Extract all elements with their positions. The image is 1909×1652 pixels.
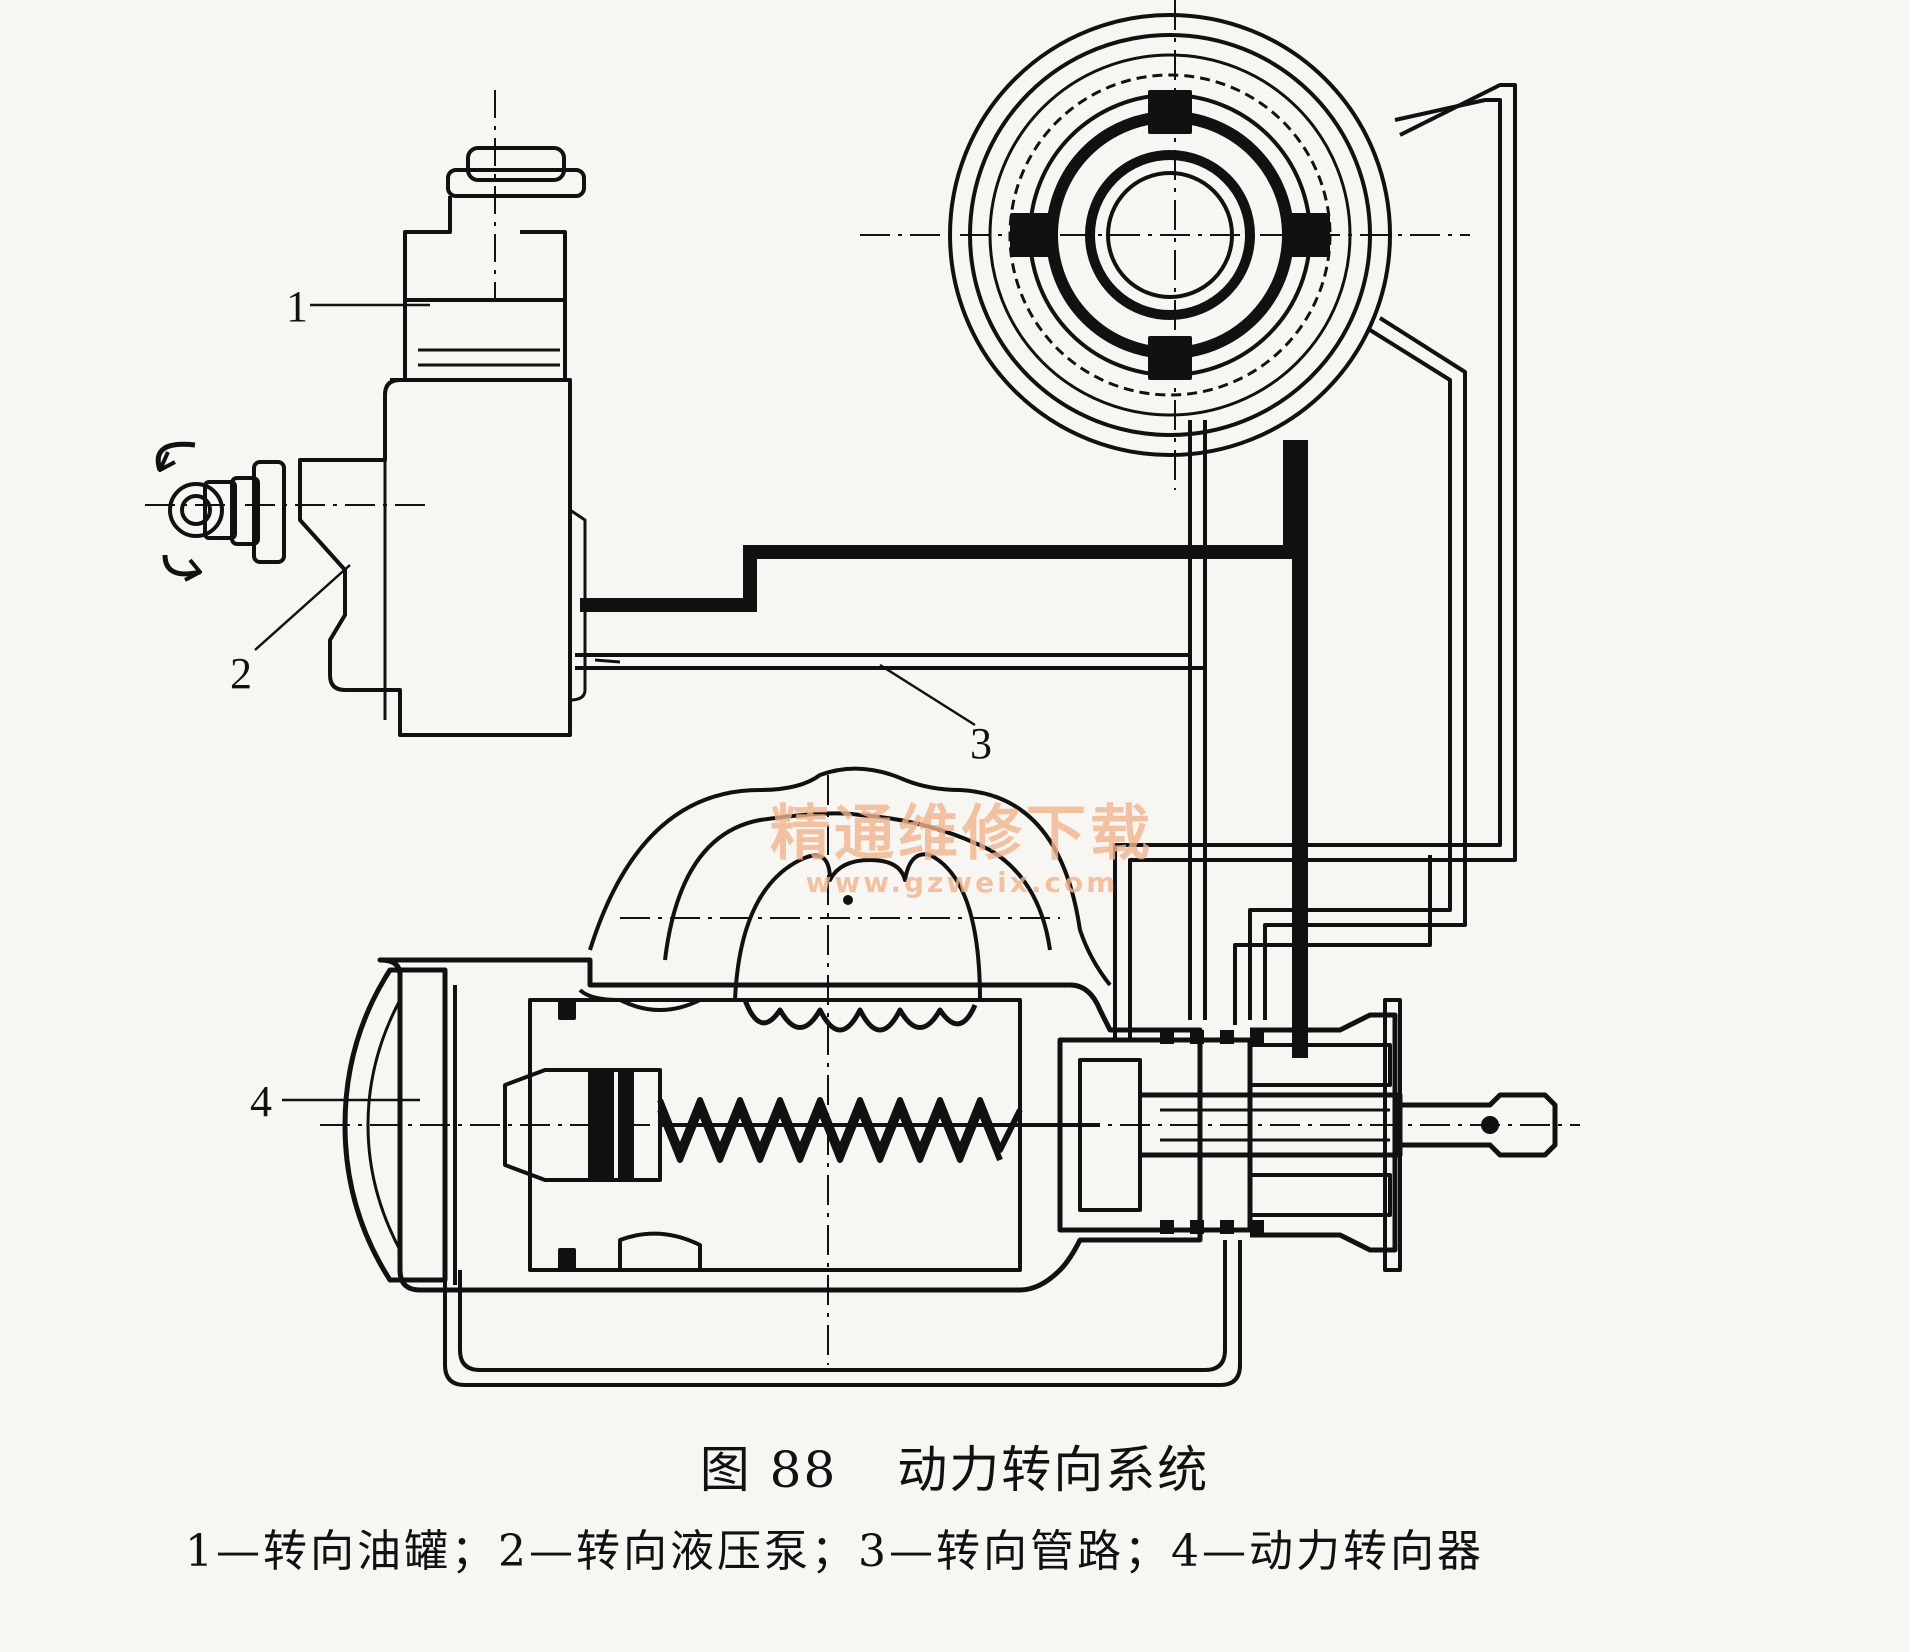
watermark-text: 精通维修下载 [770,799,1154,869]
figure-title: 动力转向系统 [897,1441,1210,1499]
steering-hose-lines [443,83,1517,1387]
callout-3: 3 [970,719,992,768]
watermark-url: www.gzweix.com [805,866,1119,899]
figure-number: 图 88 [699,1441,838,1499]
figure-legend: 1—转向油罐；2—转向液压泵；3—转向管路；4—动力转向器 [185,1526,1484,1577]
watermark: 精通维修下载 www.gzweix.com [770,785,1154,899]
callout-2: 2 [230,649,252,698]
callout-1: 1 [286,282,308,331]
figure-caption: 图 88 动力转向系统 [0,1430,1909,1502]
steering-oil-reservoir [403,90,586,382]
rotary-valve-section [860,0,1470,490]
callout-4: 4 [250,1077,272,1126]
steering-hydraulic-pump [145,303,587,737]
power-steering-gear [282,766,1580,1365]
